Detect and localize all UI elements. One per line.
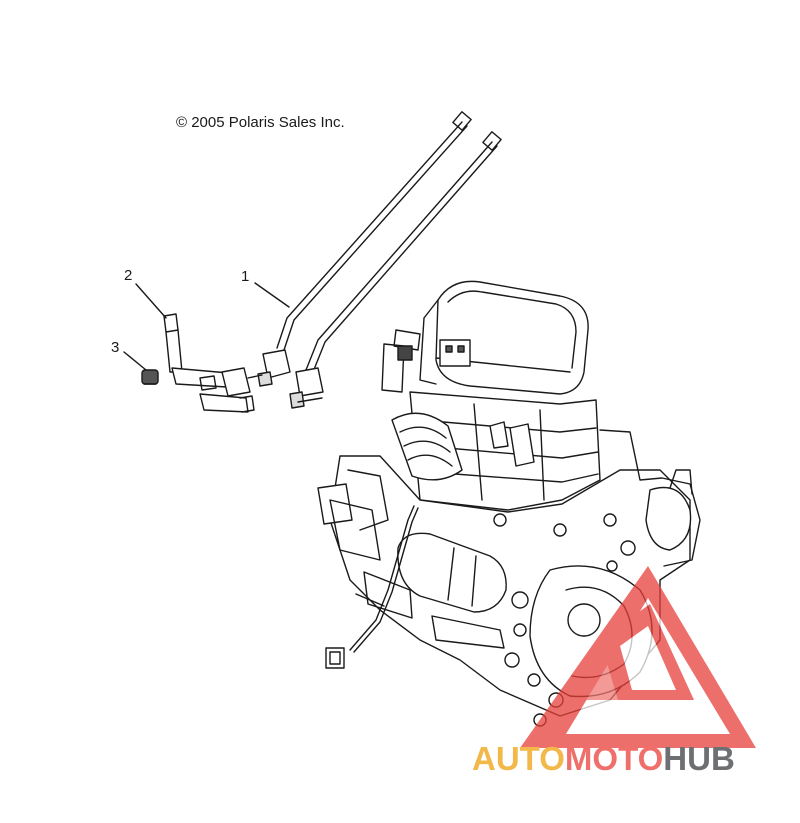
leader-3 (123, 351, 147, 371)
copyright-notice: © 2005 Polaris Sales Inc. (176, 114, 345, 131)
watermark-auto: AUTO (472, 740, 565, 777)
leader-1 (254, 282, 290, 308)
callout-3: 3 (111, 339, 120, 356)
callout-2: 2 (124, 267, 133, 284)
fitting-3 (141, 369, 159, 385)
watermark-hub: HUB (663, 740, 735, 777)
breather-tee (163, 313, 255, 413)
watermark-logo-mark (520, 566, 756, 748)
watermark-text: AUTOMOTOHUB (472, 740, 735, 778)
callout-1: 1 (241, 268, 250, 285)
breather-hose-1 (247, 111, 472, 387)
leader-2 (135, 283, 167, 319)
breather-hose-2 (289, 131, 502, 409)
watermark-moto: MOTO (564, 740, 664, 777)
